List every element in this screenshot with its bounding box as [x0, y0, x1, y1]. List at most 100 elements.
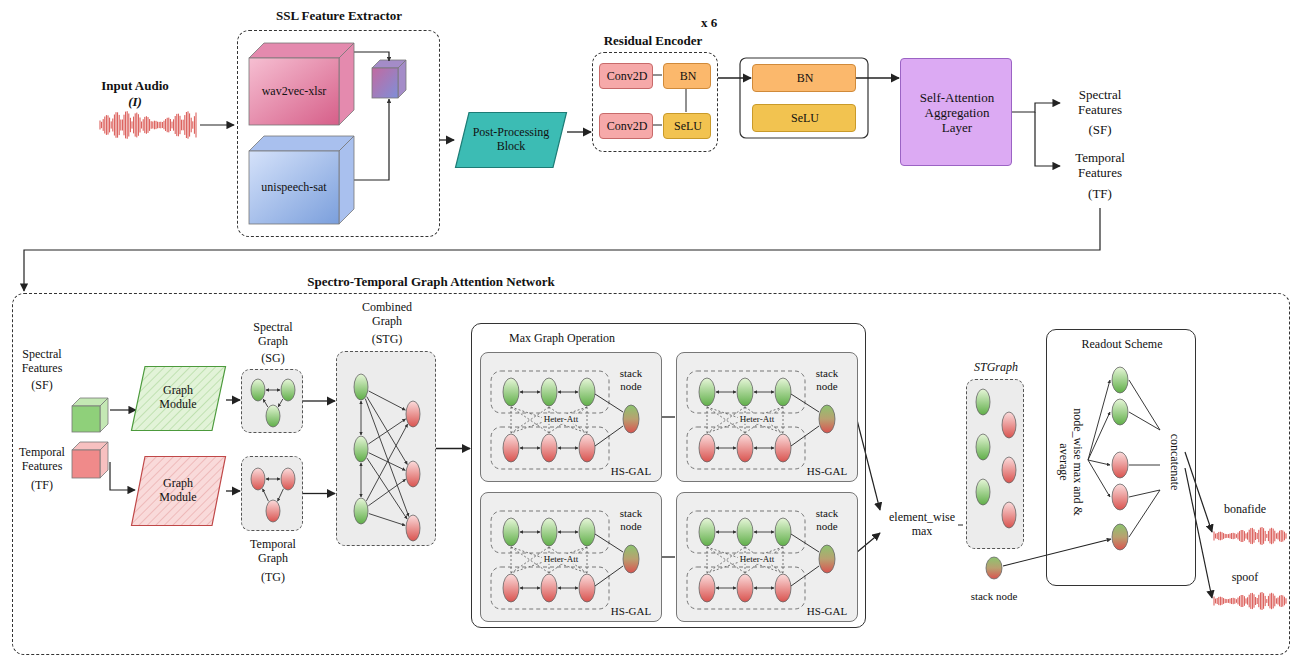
graph-node [541, 518, 557, 546]
readout-arrow [1088, 412, 1110, 460]
graph-node [775, 434, 791, 462]
hetero-link [511, 547, 587, 573]
symbol-label: (I) [128, 95, 142, 110]
graph-link [716, 448, 736, 449]
graph-module: Graph Module [131, 366, 226, 431]
graph-node [699, 518, 715, 546]
shape-outline [242, 370, 304, 434]
node-text: HS-GAL [807, 465, 847, 478]
graph-link [361, 463, 362, 497]
node-title: SeLU [674, 120, 702, 134]
stack-link [595, 566, 623, 586]
feature-label: Spectral Features [15, 348, 69, 376]
graph-node [266, 405, 280, 427]
input-label: Input Audio [101, 79, 169, 94]
graph-node [1112, 452, 1128, 478]
hetero-link [511, 407, 512, 433]
node-title: wav2vec-xlsr [251, 85, 337, 99]
node-title: Conv2D [607, 120, 648, 134]
node-title: BN [680, 70, 697, 84]
node-title: Graph Module [148, 477, 208, 505]
node-title: unispeech-sat [251, 181, 337, 195]
hetero-link [707, 407, 708, 433]
hetero-link [707, 407, 783, 433]
layer-link [652, 125, 662, 126]
graph-node [541, 378, 557, 406]
symbol-label: (TF) [1088, 187, 1112, 202]
node-title: Spectro-Temporal Graph Attention Network [307, 275, 554, 290]
node-label: stack node [971, 590, 1018, 603]
graph-node [819, 545, 835, 573]
node-title: Spectral Graph [243, 321, 303, 349]
node-title: SSL Feature Extractor [276, 9, 402, 24]
graph-node [266, 500, 280, 522]
feature-arrow [24, 208, 1100, 291]
node-title: Graph Module [148, 384, 208, 412]
graph-panel: Spectral Graph(SG) [241, 369, 303, 433]
node-text: (SG) [261, 352, 284, 366]
graph-link [278, 399, 283, 407]
graph-link [365, 399, 408, 517]
connector [718, 77, 751, 78]
graph-node [354, 436, 368, 462]
graph-node [503, 378, 519, 406]
edge-group [226, 78, 899, 557]
max-arrow [856, 533, 880, 553]
box-front [249, 58, 339, 125]
graph-node [819, 405, 835, 433]
layer-link [686, 88, 687, 112]
graph-link [266, 390, 280, 391]
graph-node [579, 434, 595, 462]
graph-node [281, 468, 295, 490]
max-arrow [856, 416, 880, 510]
audio-waveform [100, 111, 196, 139]
group-box: Residual Encoderx 6Conv2DBNConv2DSeLU [592, 52, 718, 152]
graph-link [520, 588, 540, 589]
connector [440, 139, 454, 140]
hetero-link [587, 547, 588, 573]
input-arrow [200, 124, 234, 125]
graph-link [368, 479, 405, 506]
audio-waveform [1214, 592, 1286, 610]
stack-link [595, 426, 623, 446]
readout-arrow [1088, 460, 1110, 497]
graph-node [503, 434, 519, 462]
hsgal-block: stack nodeHeter-AttHS-GAL [676, 352, 858, 482]
box-front [372, 68, 398, 98]
graph-link [278, 489, 284, 501]
node-text: HS-GAL [807, 605, 847, 618]
group-box: SSL Feature Extractorwav2vec-xlsrunispee… [237, 30, 440, 237]
concat-arrow [353, 52, 389, 61]
parallelogram [456, 113, 567, 168]
box-side [100, 398, 108, 432]
node-text: node_wise max and & average [1056, 407, 1084, 517]
graph-node [579, 574, 595, 602]
box-front [72, 450, 100, 478]
graph-link [754, 532, 774, 533]
node-region [491, 427, 609, 469]
readout-box: Readout Schemenode_wise max and & averag… [1046, 329, 1196, 586]
hetero-link [707, 407, 783, 433]
node-title: Self-Attention Aggregation Layer [909, 91, 1005, 136]
node-title: Conv2D [607, 70, 648, 84]
feature-arrow [1035, 112, 1060, 166]
graph-node [354, 498, 368, 524]
node-text: (TG) [261, 571, 285, 585]
graph-link [558, 392, 578, 393]
box-side [100, 442, 108, 478]
graph-node [623, 405, 639, 433]
layer-group-box [740, 58, 868, 138]
max-arrow [958, 525, 963, 526]
box-side [339, 43, 354, 125]
connector [436, 448, 470, 449]
graph-node [251, 468, 265, 490]
feature-label: Temporal Features [15, 446, 69, 474]
graph-node [1112, 399, 1128, 425]
graph-link [754, 448, 774, 449]
operation-box: Max Graph Operationstack nodeHeter-AttHS… [471, 323, 866, 628]
graph-node [699, 574, 715, 602]
graph-node [406, 515, 420, 541]
stack-link [791, 426, 819, 446]
shape-outline [967, 380, 1025, 550]
